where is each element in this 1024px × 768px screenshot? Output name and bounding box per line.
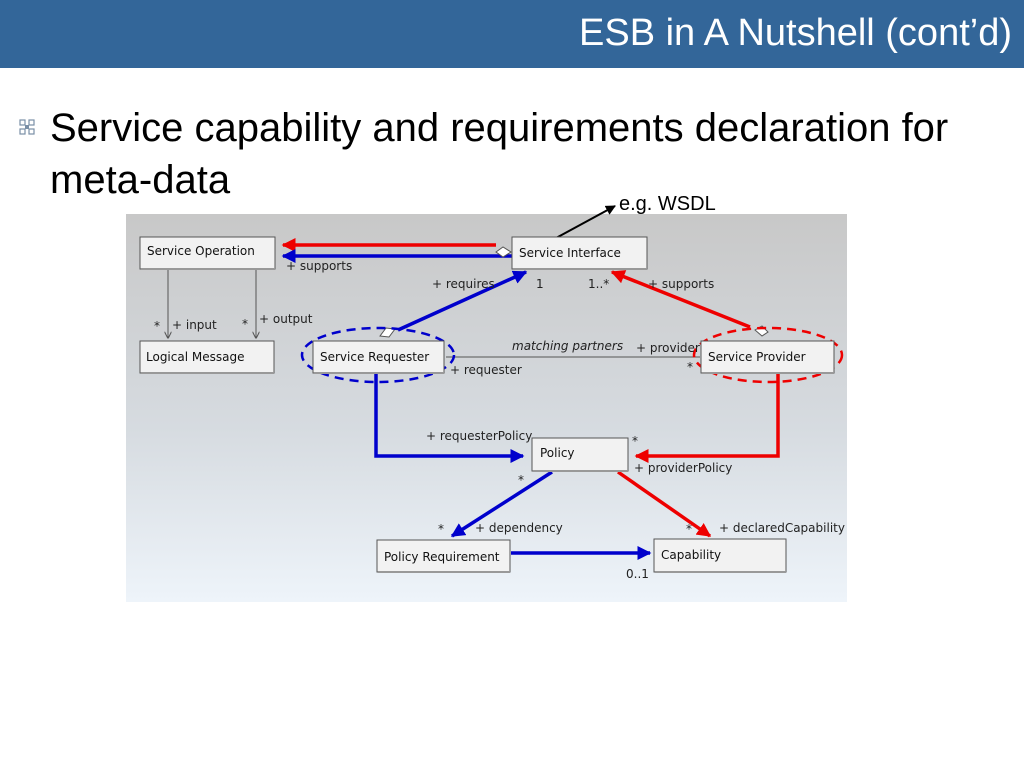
box-policy-requirement: Policy Requirement [376, 539, 511, 573]
label-requester-policy: + requesterPolicy [426, 429, 532, 443]
provider-highlight [692, 326, 844, 384]
label-output: + output [259, 312, 313, 326]
box-label: Service Provider [708, 350, 806, 364]
label-matching-partners: matching partners [512, 339, 623, 353]
box-capability: Capability [653, 538, 787, 573]
bullet-text: Service capability and requirements decl… [50, 106, 949, 202]
label-requester: + requester [450, 363, 522, 377]
label-declared-capability: + declaredCapability [719, 521, 845, 535]
label-declared-star: * [686, 522, 692, 536]
red-relations [281, 238, 780, 538]
box-label: Logical Message [146, 350, 244, 364]
box-label: Policy [540, 446, 575, 460]
association-lines [168, 270, 700, 358]
label-dependency-star: * [438, 522, 444, 536]
box-policy: Policy [531, 437, 629, 472]
box-label: Service Interface [519, 246, 621, 260]
label-requires: + requires [432, 277, 495, 291]
blue-relations [281, 249, 652, 560]
label-provider: + provider [636, 341, 700, 355]
wsdl-annotation: e.g. WSDL [619, 193, 716, 215]
box-label: Policy Requirement [384, 550, 500, 564]
aggregation-diamond [495, 246, 512, 258]
box-label: Service Operation [147, 244, 255, 258]
box-service-operation: Service Operation [139, 236, 276, 270]
bullet-icon [19, 119, 35, 135]
label-supports-provider: + supports [648, 277, 714, 291]
diagram-background [126, 214, 847, 602]
label-output-star: * [242, 317, 248, 331]
label-provider-star: * [687, 360, 693, 374]
label-dependency: + dependency [475, 521, 563, 535]
box-label: Service Requester [320, 350, 429, 364]
label-input-star: * [154, 319, 160, 333]
label-policy-star-right: * [632, 434, 638, 448]
slide-title: ESB in A Nutshell (cont’d) [579, 12, 1012, 54]
requester-highlight [300, 326, 456, 384]
box-service-requester: Service Requester [312, 340, 445, 374]
label-mult-01: 0..1 [626, 567, 649, 581]
box-logical-message: Logical Message [139, 340, 275, 374]
box-label: Capability [661, 548, 721, 562]
title-bar: ESB in A Nutshell (cont’d) [0, 0, 1024, 68]
label-supports-operation: + supports [286, 259, 352, 273]
label-mult-1n: 1..* [588, 277, 609, 291]
box-service-interface: Service Interface [511, 236, 648, 270]
box-service-provider: Service Provider [700, 340, 835, 374]
label-mult-1: 1 [536, 277, 544, 291]
label-input: + input [172, 318, 217, 332]
label-policy-star-left: * [518, 473, 524, 487]
label-provider-policy: + providerPolicy [634, 461, 732, 475]
